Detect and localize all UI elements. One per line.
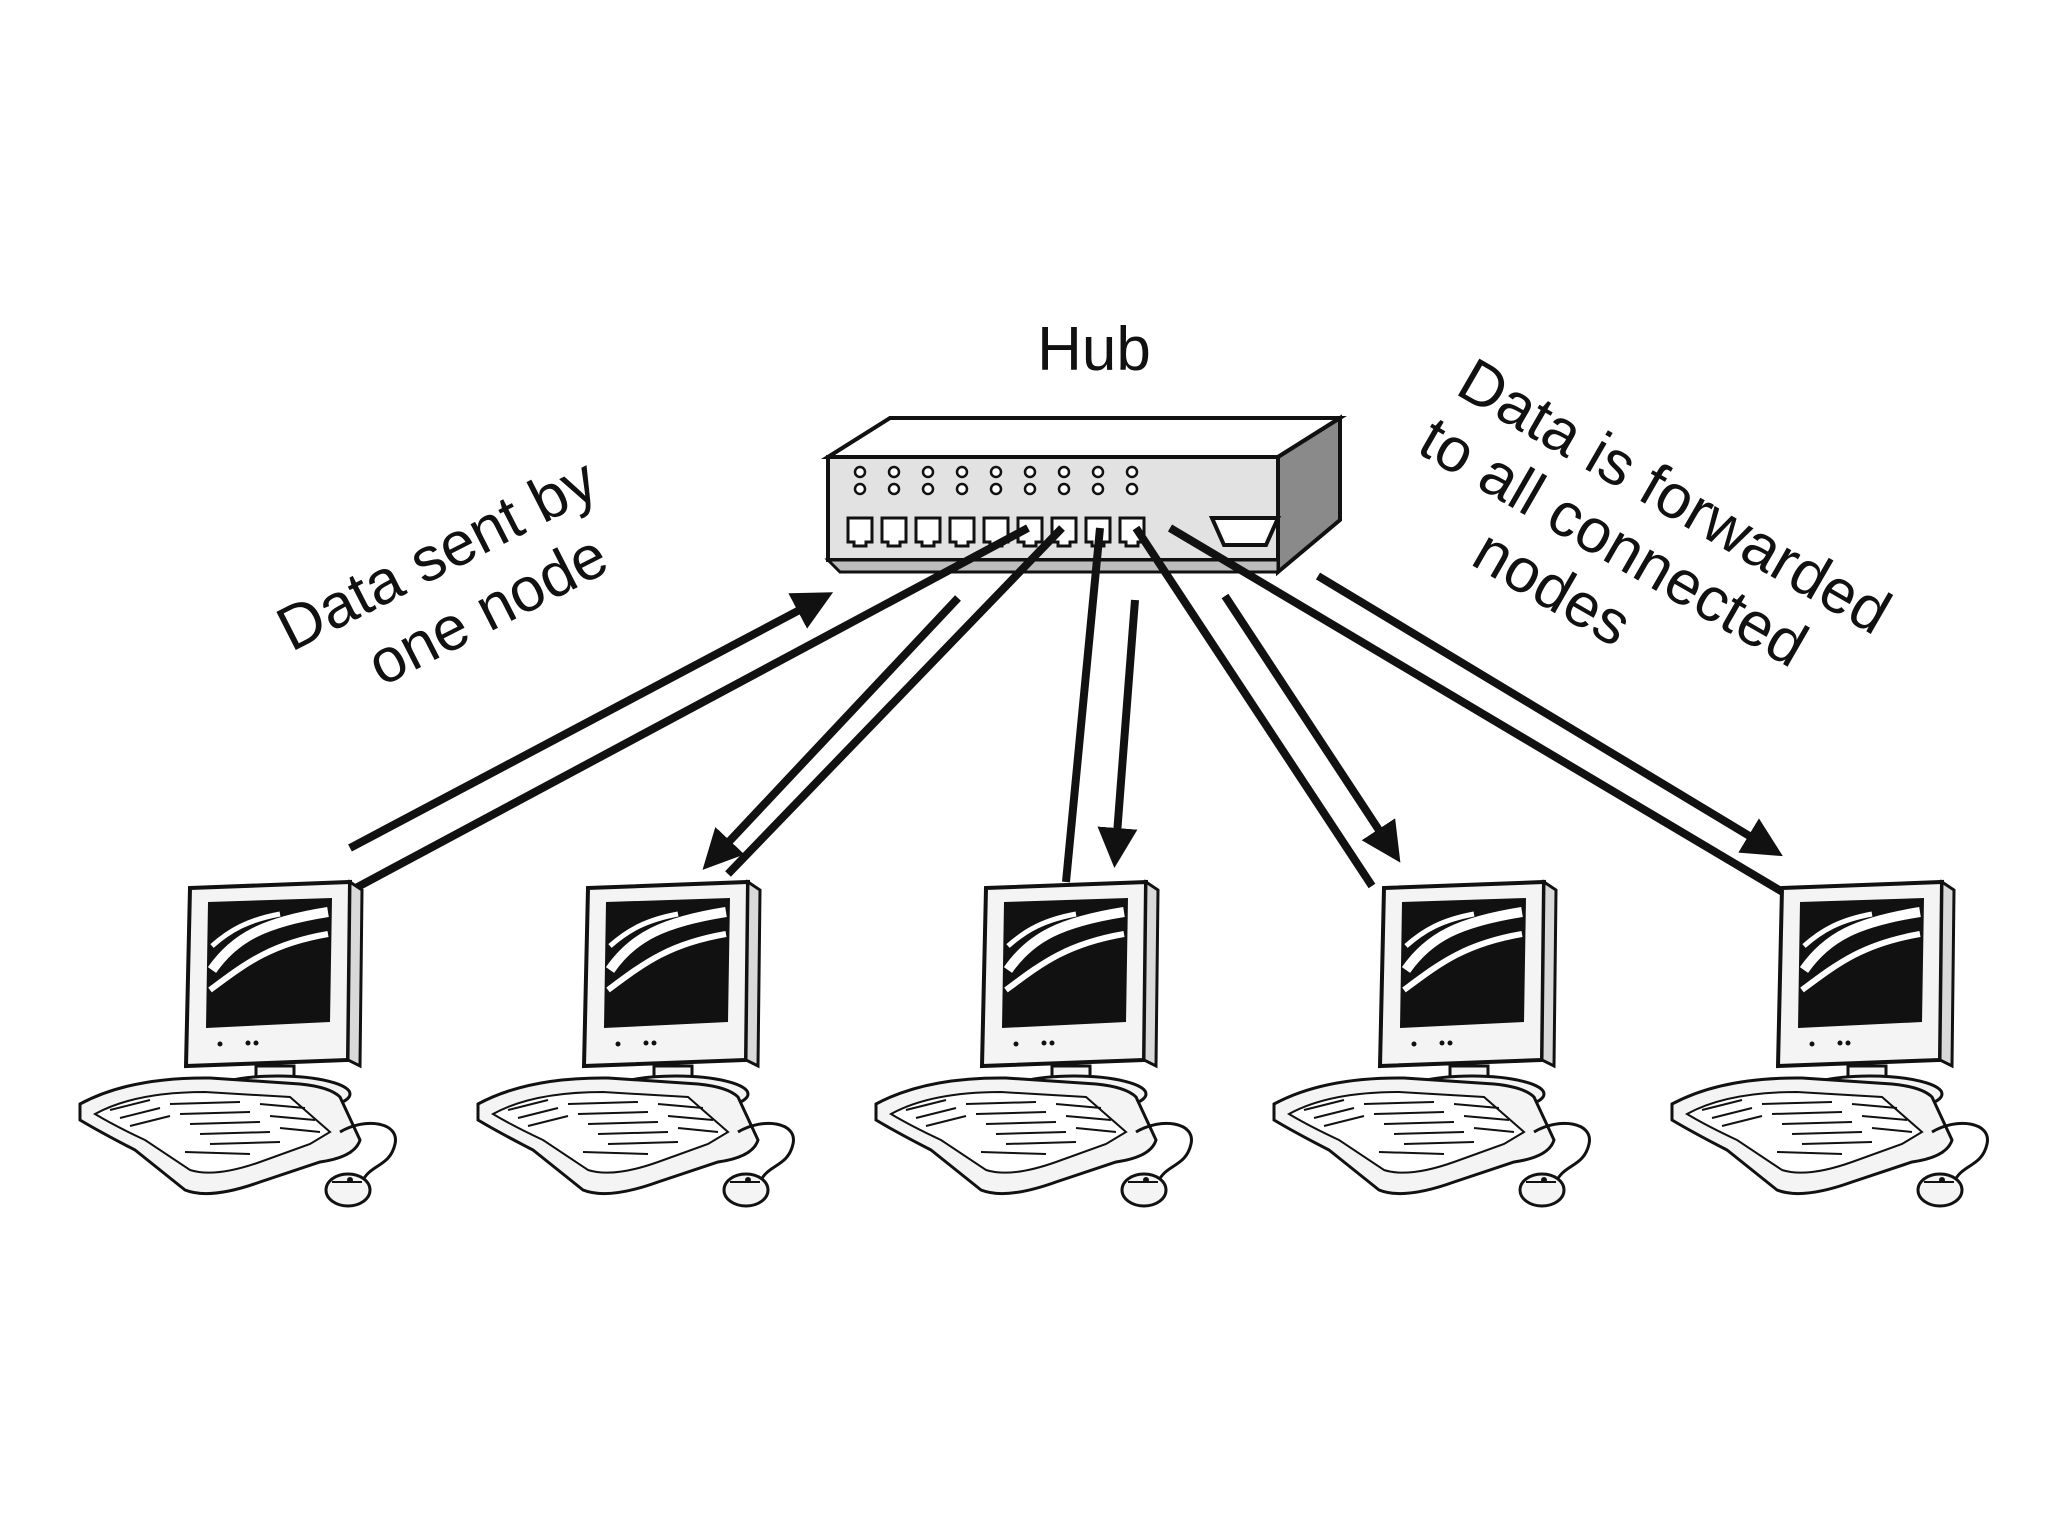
hub-led-9-1 xyxy=(1125,465,1139,479)
hub-port-6 xyxy=(1016,516,1044,548)
forward-arrow-node-2 xyxy=(702,595,961,870)
hub-led-5-2 xyxy=(989,482,1003,496)
computer-icon-node-5 xyxy=(1672,882,1987,1206)
hub-port-1 xyxy=(846,516,874,548)
connection-line-node-1 xyxy=(350,524,1030,894)
hub-led-8-2 xyxy=(1091,482,1105,496)
computer-icon-node-1 xyxy=(80,882,395,1206)
uplink-port xyxy=(1208,516,1282,547)
connection-line-node-4 xyxy=(1132,525,1376,889)
hub-led-7-2 xyxy=(1057,482,1071,496)
hub-led-8-1 xyxy=(1091,465,1105,479)
hub-port-4 xyxy=(948,516,976,548)
hub-led-4-1 xyxy=(955,465,969,479)
connection-line-node-2 xyxy=(725,525,1065,877)
forward-arrow-node-4 xyxy=(1221,593,1401,863)
hub-led-9-2 xyxy=(1125,482,1139,496)
hub-led-1-2 xyxy=(853,482,867,496)
network-hub-icon xyxy=(821,414,1347,577)
hub-led-7-1 xyxy=(1057,465,1071,479)
annotation-data-forwarded: Data is forwarded to all connected nodes xyxy=(1408,345,1902,680)
forward-arrow-node-3 xyxy=(1097,599,1139,868)
connection-line-node-5 xyxy=(1167,524,1789,898)
hub-led-1-1 xyxy=(853,465,867,479)
connection-line-node-3 xyxy=(1062,527,1104,883)
hub-led-2-1 xyxy=(887,465,901,479)
hub-port-2 xyxy=(880,516,908,548)
computer-icon-node-2 xyxy=(478,882,793,1206)
hub-led-6-2 xyxy=(1023,482,1037,496)
forward-arrow-node-5 xyxy=(1315,572,1783,857)
hub-led-2-2 xyxy=(887,482,901,496)
hub-led-3-2 xyxy=(921,482,935,496)
computer-icon-node-4 xyxy=(1274,882,1589,1206)
hub-led-5-1 xyxy=(989,465,1003,479)
hub-led-4-2 xyxy=(955,482,969,496)
annotation-data-sent: Data sent by one node xyxy=(266,445,618,699)
hub-label: Hub xyxy=(1037,315,1151,384)
computer-icon-node-3 xyxy=(876,882,1191,1206)
hub-port-3 xyxy=(914,516,942,548)
data-sent-arrow xyxy=(348,592,834,852)
hub-led-6-1 xyxy=(1023,465,1037,479)
hub-port-9 xyxy=(1118,516,1146,548)
hub-led-3-1 xyxy=(921,465,935,479)
